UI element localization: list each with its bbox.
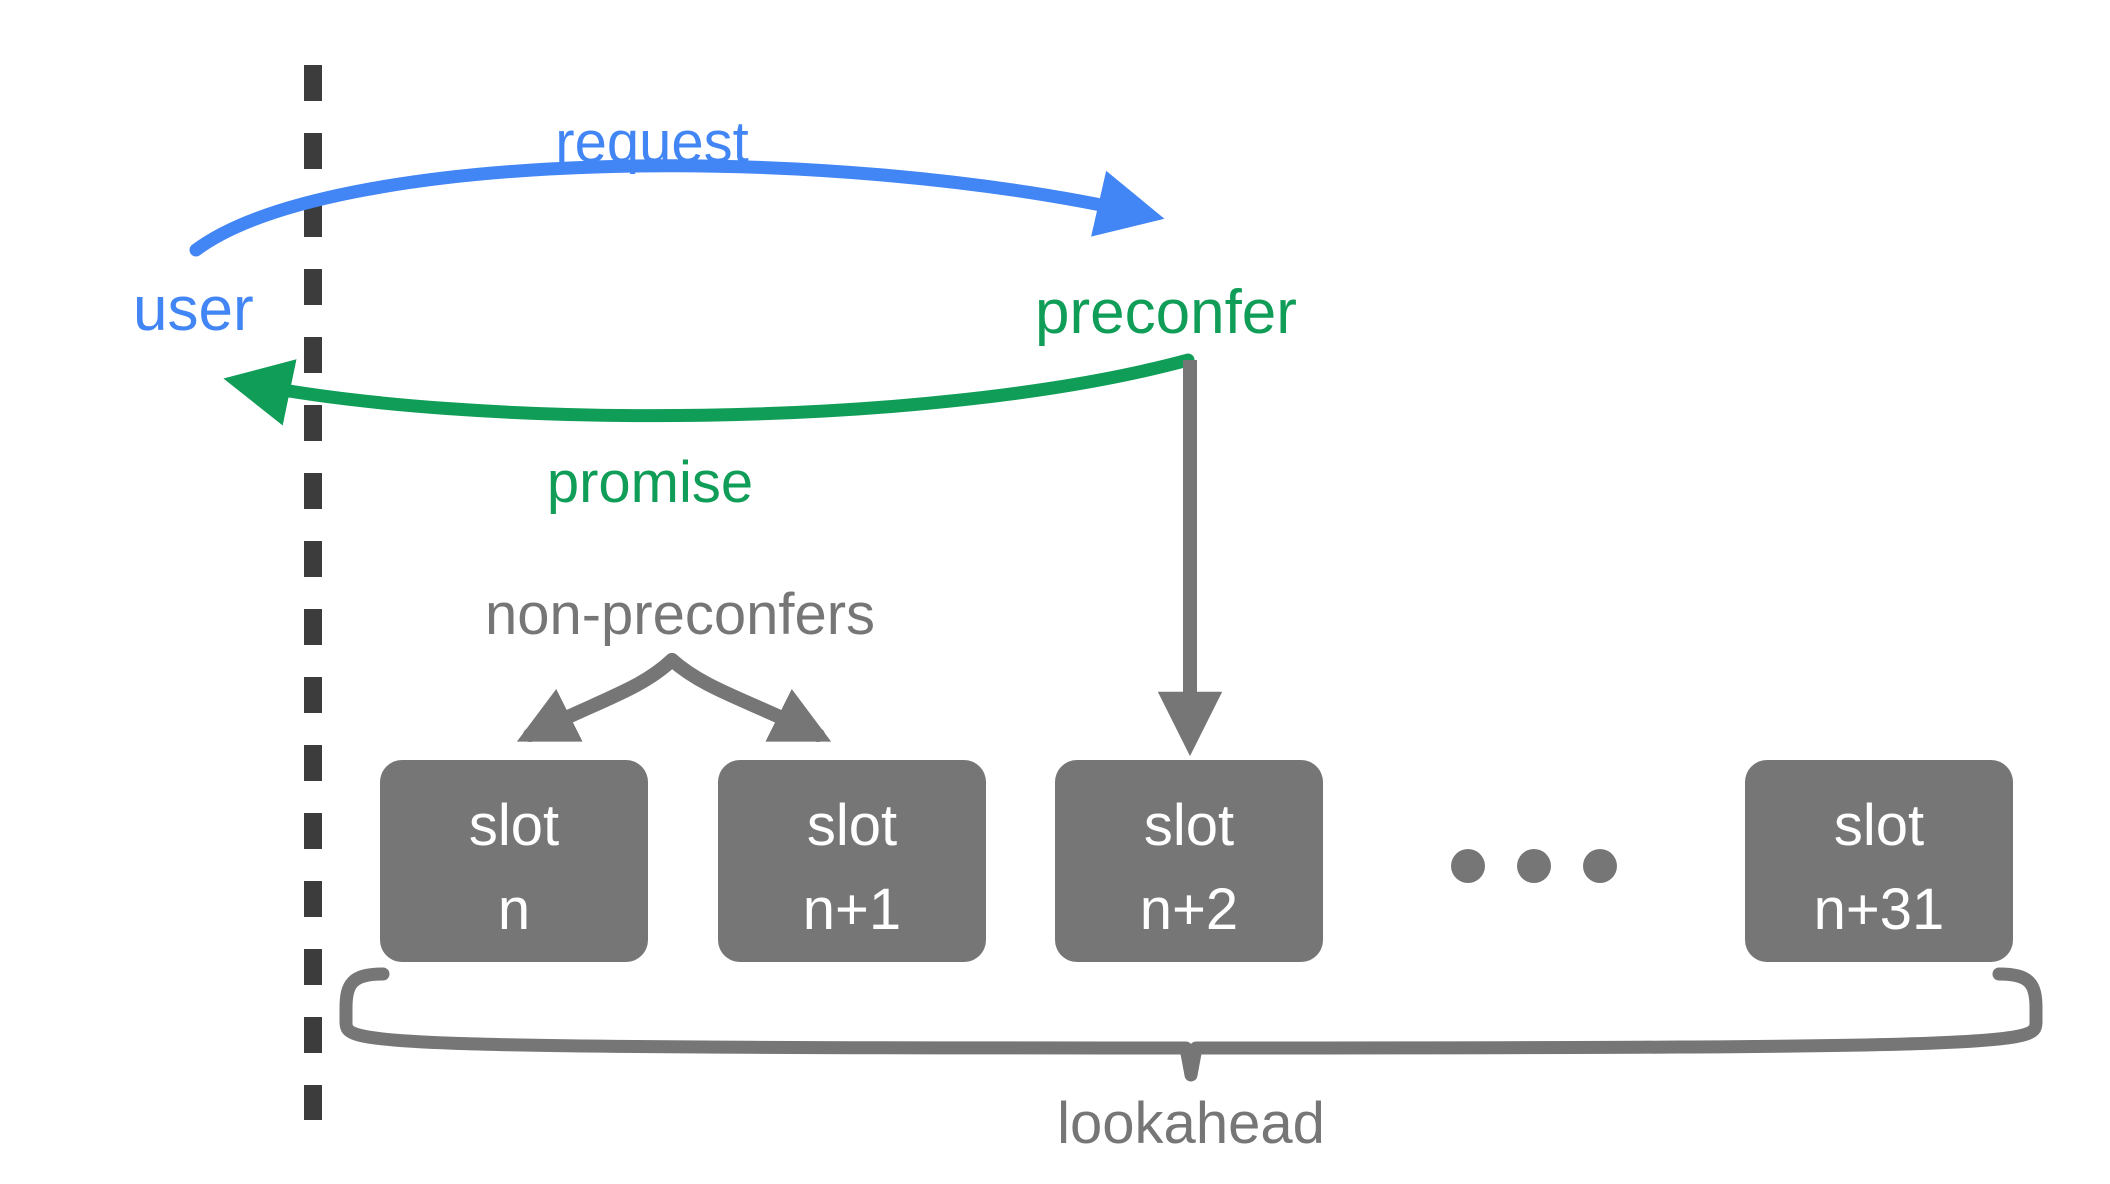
slot-label-line1: slot [469,793,559,858]
slot-label-line2: n+31 [1814,877,1945,942]
lookahead-brace [348,972,1191,1074]
request-label: request [555,110,748,175]
non-preconfers-label: non-preconfers [485,582,875,647]
slot-box-n-plus-1[interactable]: slot n+1 [718,760,986,962]
lookahead-label: lookahead [1057,1091,1325,1156]
slot-box-n-plus-2[interactable]: slot n+2 [1055,760,1323,962]
non-preconfers-arrow-left [516,653,679,742]
slot-label-line1: slot [1834,793,1924,858]
promise-arrow [223,353,1195,426]
user-label: user [133,275,254,344]
slot-label-line2: n+2 [1140,877,1238,942]
slot-boxes: slot n slot n+1 slot n+2 slot n+31 [380,760,2013,962]
non-preconfers-arrow-right [665,653,832,742]
slot-box-n-plus-31[interactable]: slot n+31 [1745,760,2013,962]
slot-label-line2: n+1 [803,877,901,942]
slot-box-n[interactable]: slot n [380,760,648,962]
slots-ellipsis-icon [1451,849,1617,883]
slot-label-line1: slot [807,793,897,858]
preconfer-label: preconfer [1035,278,1297,347]
slot-label-line1: slot [1144,793,1234,858]
promise-label: promise [547,450,753,515]
request-arrow [189,159,1165,257]
slot-label-line2: n [498,877,530,942]
lookahead-brace-path [339,967,2043,1082]
